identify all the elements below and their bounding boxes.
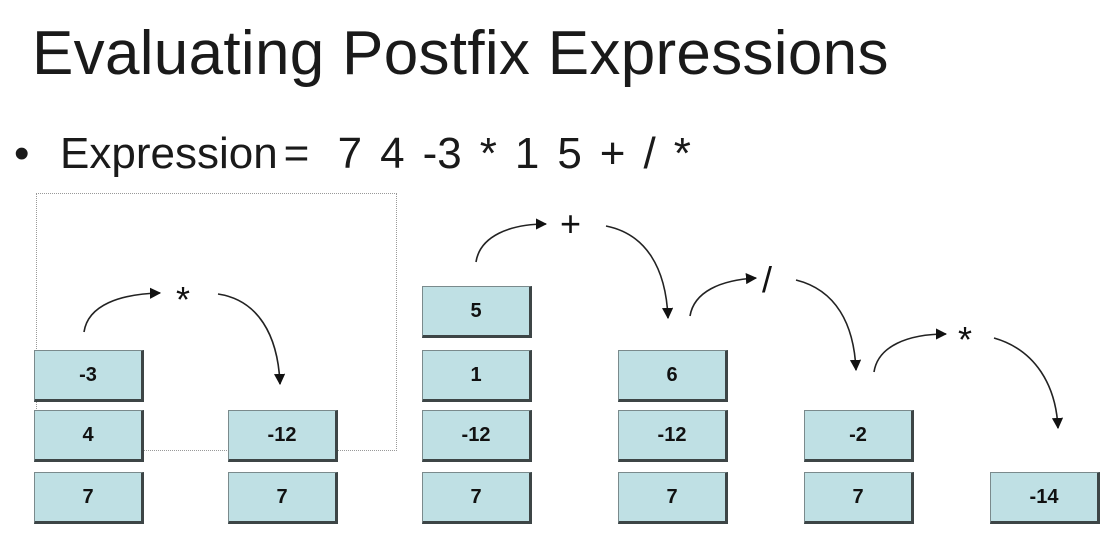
expression-token: 5 [557,129,582,178]
curved-arrow [217,293,286,386]
stack-3-cell: 5 [422,286,532,338]
expression-token: + [599,129,626,178]
expression-token: 7 [337,129,363,178]
operator-label: / [762,259,773,300]
expression-token: * [673,129,691,178]
stack-1-cell: 7 [34,472,144,524]
expression-equals: = [283,129,310,178]
expression-token: * [479,129,497,178]
expression-token: / [643,129,656,178]
stack-4-cell: -12 [618,410,728,462]
stack-5-cell: -2 [804,410,914,462]
bullet: • [14,129,30,178]
stack-3-cell: -12 [422,410,532,462]
curved-arrow [475,218,548,263]
curved-arrow [993,337,1064,430]
stack-4-cell: 6 [618,350,728,402]
stack-3-cell: 1 [422,350,532,402]
expression-label: Expression [60,129,278,178]
selection-rectangle [36,193,397,451]
operator-label: + [560,203,582,244]
curved-arrow [83,287,162,333]
operator-label: * [958,319,973,360]
expression-token: 4 [380,129,405,178]
curved-arrow [605,225,674,320]
curved-arrow [689,272,758,317]
curved-arrow [873,328,948,373]
stack-1-cell: -3 [34,350,144,402]
slide-title: Evaluating Postfix Expressions [32,19,889,88]
stack-1-cell: 4 [34,410,144,462]
stack-5-cell: 7 [804,472,914,524]
stack-3-cell: 7 [422,472,532,524]
expression-token: -3 [422,129,462,178]
stack-6-cell: -14 [990,472,1100,524]
stack-2-cell: 7 [228,472,338,524]
stack-2-cell: -12 [228,410,338,462]
expression-token: 1 [514,129,540,178]
operator-label: * [176,279,191,320]
stack-4-cell: 7 [618,472,728,524]
curved-arrow [795,279,862,372]
